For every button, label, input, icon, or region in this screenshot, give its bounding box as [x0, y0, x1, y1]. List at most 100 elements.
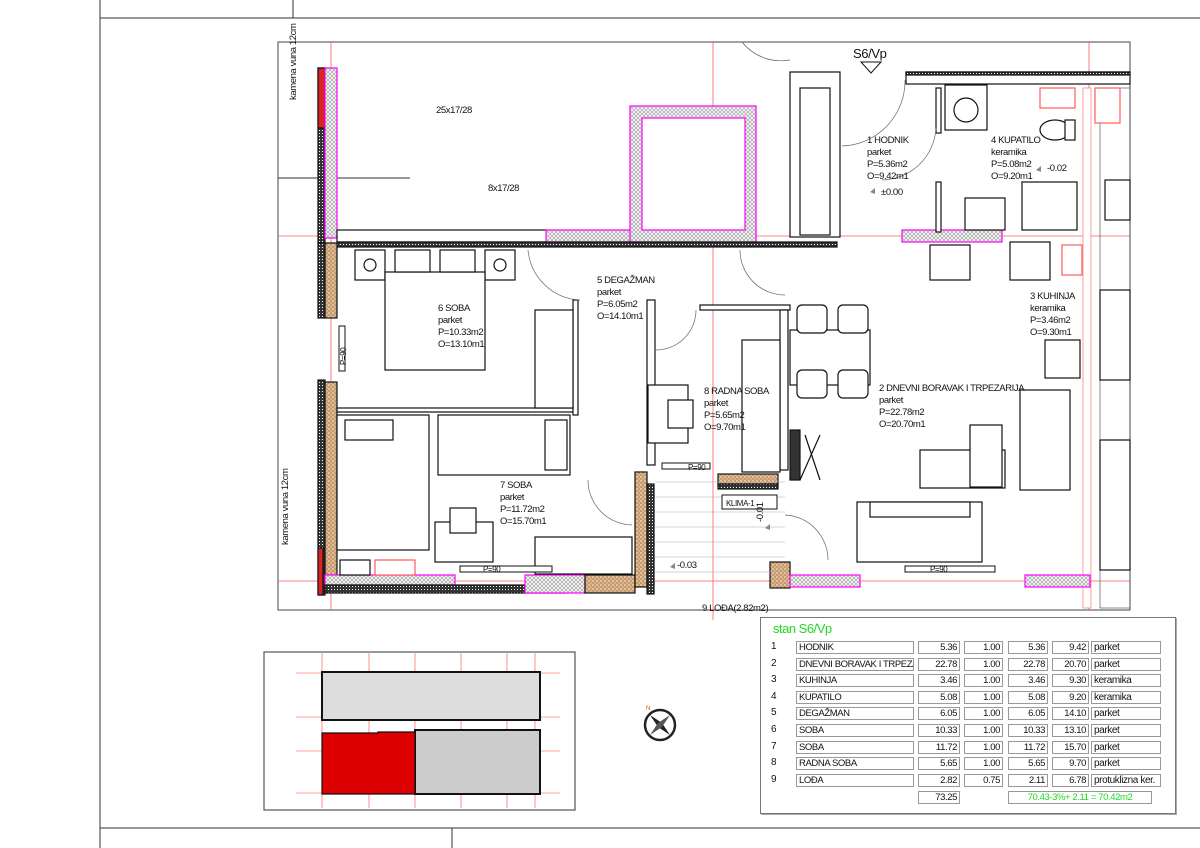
svg-text:P=22.78m2: P=22.78m2 [879, 407, 924, 418]
row-number: 2 [771, 657, 777, 669]
window-label: P=90 [483, 565, 501, 574]
room-schedule-table: stan S6/Vp 1 HODNIK 5.36 1.00 5.36 9.42 parket… [760, 617, 1176, 814]
svg-text:1 HODNIK: 1 HODNIK [867, 135, 910, 146]
svg-text:parket: parket [438, 315, 463, 326]
row-number: 4 [771, 690, 777, 702]
row-number: 1 [771, 641, 777, 652]
svg-text:N: N [646, 706, 650, 712]
net-area: 22.78 [1008, 657, 1048, 671]
room-area: 3.46 [918, 674, 960, 688]
svg-text:O=9.30m1: O=9.30m1 [1030, 327, 1072, 338]
area-coefficient: 1.00 [964, 674, 1003, 688]
net-area-formula: 70.43-3%+ 2.11 = 70.42m2 [1008, 791, 1152, 804]
area-coefficient: 1.00 [964, 724, 1003, 737]
room-area: 5.08 [918, 690, 960, 704]
svg-text:O=13.10m1: O=13.10m1 [438, 339, 484, 350]
loggia-label: 9 LOĐA(2.82m2) [702, 603, 768, 614]
room-name: SOBA [796, 724, 914, 737]
svg-text:5 DEGAŽMAN: 5 DEGAŽMAN [597, 275, 655, 286]
svg-text:2 DNEVNI BORAVAK I TRPEZARIJA: 2 DNEVNI BORAVAK I TRPEZARIJA [879, 383, 1025, 394]
svg-text:parket: parket [704, 398, 729, 409]
row-number: 7 [771, 740, 777, 752]
svg-text:P=11.72m2: P=11.72m2 [500, 504, 545, 515]
slab-note-2: 8x17/28 [488, 183, 519, 194]
svg-text:P=3.46m2: P=3.46m2 [1030, 315, 1070, 326]
room-name: KUHINJA [796, 674, 914, 688]
table-title: stan S6/Vp [773, 621, 832, 636]
level-marker-icons [670, 166, 1041, 569]
svg-text:6 SOBA: 6 SOBA [438, 303, 471, 314]
svg-text:parket: parket [597, 287, 622, 298]
svg-text:O=14.10m1: O=14.10m1 [597, 311, 643, 322]
room-name: RADNA SOBA [796, 757, 914, 771]
door-swings [527, 41, 937, 561]
net-area: 6.05 [1008, 707, 1048, 721]
window-markers [338, 325, 996, 573]
svg-text:3 KUHINJA: 3 KUHINJA [1030, 291, 1076, 302]
room-area: 5.36 [918, 641, 960, 654]
row-number: 3 [771, 674, 777, 686]
svg-text:P=10.33m2: P=10.33m2 [438, 327, 483, 338]
svg-text:P=5.08m2: P=5.08m2 [991, 159, 1031, 170]
furniture [336, 84, 1131, 576]
floor-finish: protuklizna ker. [1091, 773, 1161, 787]
room-perimeter: 15.70 [1052, 740, 1089, 754]
net-area: 5.36 [1008, 641, 1048, 654]
total-area: 73.25 [918, 791, 960, 804]
level-terrace: -0.01 [755, 502, 766, 522]
room-area: 22.78 [918, 657, 960, 671]
floor-finish: parket [1091, 757, 1161, 771]
area-coefficient: 1.00 [964, 707, 1003, 721]
table-total-row: 73.25 70.43-3%+ 2.11 = 70.42m2 [761, 791, 1175, 805]
insulation-label-top: kamena vuna 12cm [288, 23, 299, 100]
level-loggia: -0.03 [677, 560, 697, 571]
floor-finish: parket [1091, 707, 1161, 721]
area-coefficient: 1.00 [964, 740, 1003, 754]
floor-finish: parket [1091, 724, 1161, 737]
room-name: KUPATILO [796, 690, 914, 704]
svg-text:8 RADNA SOBA: 8 RADNA SOBA [704, 386, 770, 397]
area-coefficient: 1.00 [964, 641, 1003, 654]
net-area: 11.72 [1008, 740, 1048, 754]
window-label: P=90 [688, 463, 706, 472]
svg-text:O=9.20m1: O=9.20m1 [991, 171, 1033, 182]
svg-text:parket: parket [500, 492, 525, 503]
svg-text:keramika: keramika [1030, 303, 1066, 314]
insulation-label-bottom: kamena vuna 12cm [280, 468, 291, 545]
room-name: HODNIK [796, 641, 914, 654]
svg-text:parket: parket [879, 395, 904, 406]
row-number: 5 [771, 707, 777, 719]
room-perimeter: 13.10 [1052, 724, 1089, 737]
svg-text:O=20.70m1: O=20.70m1 [879, 419, 925, 430]
svg-text:P=6.05m2: P=6.05m2 [597, 299, 637, 310]
level-hall: ±0.00 [881, 187, 903, 198]
walls [317, 67, 1131, 609]
room-perimeter: 9.42 [1052, 641, 1089, 654]
north-arrow-icon: N [643, 706, 677, 742]
room-perimeter: 9.20 [1052, 690, 1089, 704]
key-plan-minimap [263, 651, 576, 811]
floor-finish: keramika [1091, 674, 1161, 688]
net-area: 2.11 [1008, 773, 1048, 787]
row-number: 9 [771, 773, 777, 785]
room-area: 2.82 [918, 773, 960, 787]
room-perimeter: 6.78 [1052, 773, 1089, 787]
entrance-triangle-icon [859, 61, 883, 74]
svg-text:parket: parket [867, 147, 892, 158]
room-area: 5.65 [918, 757, 960, 771]
